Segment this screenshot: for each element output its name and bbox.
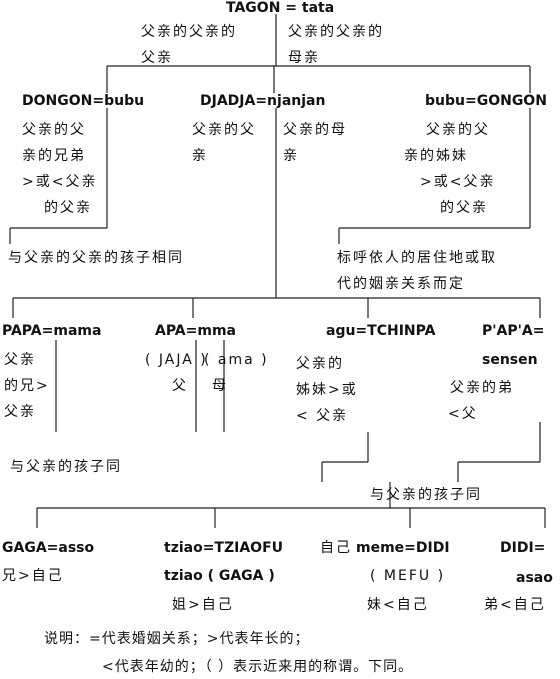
papa2-desc-2: <父: [448, 406, 478, 422]
papa2-desc-1: 父亲的弟: [450, 380, 514, 396]
meme-desc: 妹<自己: [367, 597, 429, 613]
agu-desc-2: 姊妹>或: [296, 382, 358, 398]
agu-desc-1: 父亲的: [296, 356, 344, 372]
gongon-term: bubu=GONGON: [425, 93, 547, 109]
root-left-desc-2: 父亲: [141, 50, 173, 66]
djadja-left-desc-2: 亲: [192, 148, 208, 164]
root-right-desc-1: 父亲的父亲的: [288, 24, 384, 40]
root-right-desc-2: 母亲: [288, 50, 320, 66]
apa-right-paren: ( ama ): [204, 352, 269, 368]
papa-term: PAPA=mama: [2, 323, 102, 339]
djadja-left-desc-1: 父亲的父: [192, 122, 256, 138]
didi-term: DIDI=: [500, 540, 546, 556]
tziao-desc: 姐>自己: [172, 597, 234, 613]
apa-term: APA=mma: [155, 323, 236, 339]
root-term: TAGON = tata: [226, 0, 335, 16]
gen2-right-note-2: 代的姻亲关系而定: [337, 276, 465, 292]
gongon-desc-3: >或<父亲: [420, 174, 496, 190]
agu-desc-3: < 父亲: [296, 408, 349, 424]
papa2-term-2: sensen: [482, 352, 538, 368]
gongon-desc-1: 父亲的父: [426, 122, 490, 138]
apa-left-paren: ( JAJA ): [145, 352, 208, 368]
djadja-right-desc-2: 亲: [283, 148, 299, 164]
meme-prefix: 自己: [320, 540, 352, 556]
tziao-paren: tziao ( GAGA ): [164, 568, 275, 584]
gen2-left-note: 与父亲的父亲的孩子相同: [8, 250, 184, 266]
dongon-term: DONGON=bubu: [22, 93, 145, 109]
dongon-desc-1: 父亲的父: [22, 122, 86, 138]
djadja-term: DJADJA=njanjan: [200, 93, 326, 109]
root-left-desc-1: 父亲的父亲的: [141, 24, 237, 40]
gaga-desc: 兄>自己: [2, 568, 64, 584]
apa-right-desc: 母: [212, 378, 228, 394]
agu-term: agu=TCHINPA: [326, 323, 436, 339]
dongon-desc-4: 的父亲: [44, 200, 92, 216]
gen3-right-note: 与父亲的孩子同: [370, 487, 482, 503]
apa-left-desc: 父: [172, 378, 188, 394]
didi-term-2: asao: [516, 570, 553, 586]
gongon-desc-2: 亲的姊妹: [404, 148, 468, 164]
dongon-desc-2: 亲的兄弟: [22, 148, 86, 164]
meme-paren: ( MEFU ): [370, 568, 446, 584]
meme-term: meme=DIDI: [356, 540, 450, 556]
legend-line-2: <代表年幼的；（ ）表示近来用的称谓。下同。: [102, 659, 414, 675]
gaga-term: GAGA=asso: [2, 540, 95, 556]
gen3-left-note: 与父亲的孩子同: [10, 459, 122, 475]
tziao-term: tziao=TZIAOFU: [164, 540, 284, 556]
papa2-term-1: P'AP'A=: [482, 323, 545, 339]
legend-line-1: 说明：=代表婚姻关系；>代表年长的；: [44, 631, 310, 647]
dongon-desc-3: >或<父亲: [22, 174, 98, 190]
didi-desc: 弟<自己: [484, 597, 546, 613]
gen2-right-note-1: 标呼依人的居住地或取: [337, 250, 497, 266]
papa-desc-1: 父亲: [4, 352, 36, 368]
djadja-right-desc-1: 父亲的母: [283, 122, 347, 138]
papa-desc-2: 的兄>: [4, 378, 50, 394]
papa-desc-3: 父亲: [4, 404, 36, 420]
gongon-desc-4: 的父亲: [440, 200, 488, 216]
